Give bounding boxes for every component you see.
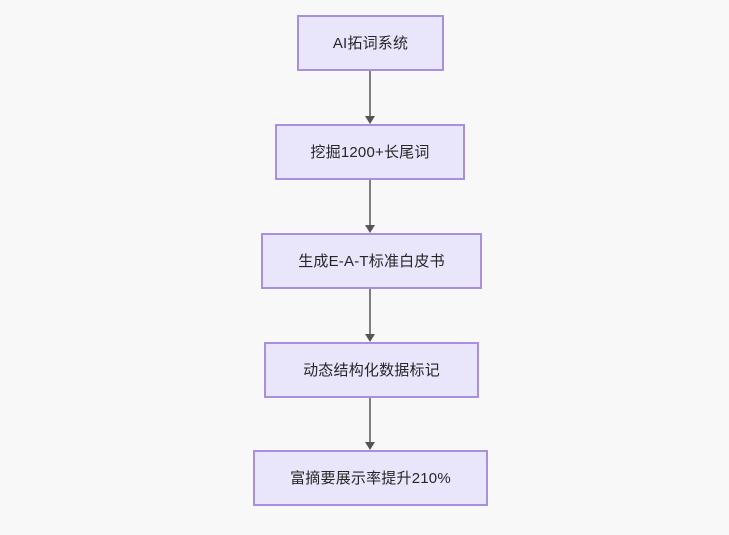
flowchart-edge-n3-n4 [363, 398, 377, 450]
flowchart-node-n0[interactable]: AI拓词系统 [297, 15, 444, 71]
edge-line [369, 180, 371, 225]
flowchart-node-label: 动态结构化数据标记 [303, 361, 440, 379]
flowchart-node-label: 富摘要展示率提升210% [290, 469, 451, 487]
flowchart-node-label: AI拓词系统 [332, 34, 409, 52]
flowchart-node-n3[interactable]: 动态结构化数据标记 [264, 342, 479, 398]
edge-line [369, 289, 371, 334]
arrowhead-icon [365, 442, 375, 450]
arrowhead-icon [365, 334, 375, 342]
flowchart-node-label: 生成E-A-T标准白皮书 [298, 252, 445, 270]
arrowhead-icon [365, 225, 375, 233]
flowchart-node-n4[interactable]: 富摘要展示率提升210% [253, 450, 488, 506]
flowchart-node-label: 挖掘1200+长尾词 [310, 143, 430, 161]
flowchart-edge-n2-n3 [363, 289, 377, 342]
flowchart-edge-n1-n2 [363, 180, 377, 233]
flowchart-node-n2[interactable]: 生成E-A-T标准白皮书 [261, 233, 482, 289]
flowchart-edge-n0-n1 [363, 71, 377, 124]
arrowhead-icon [365, 116, 375, 124]
edge-line [369, 71, 371, 116]
edge-line [369, 398, 371, 442]
flowchart-node-n1[interactable]: 挖掘1200+长尾词 [275, 124, 465, 180]
